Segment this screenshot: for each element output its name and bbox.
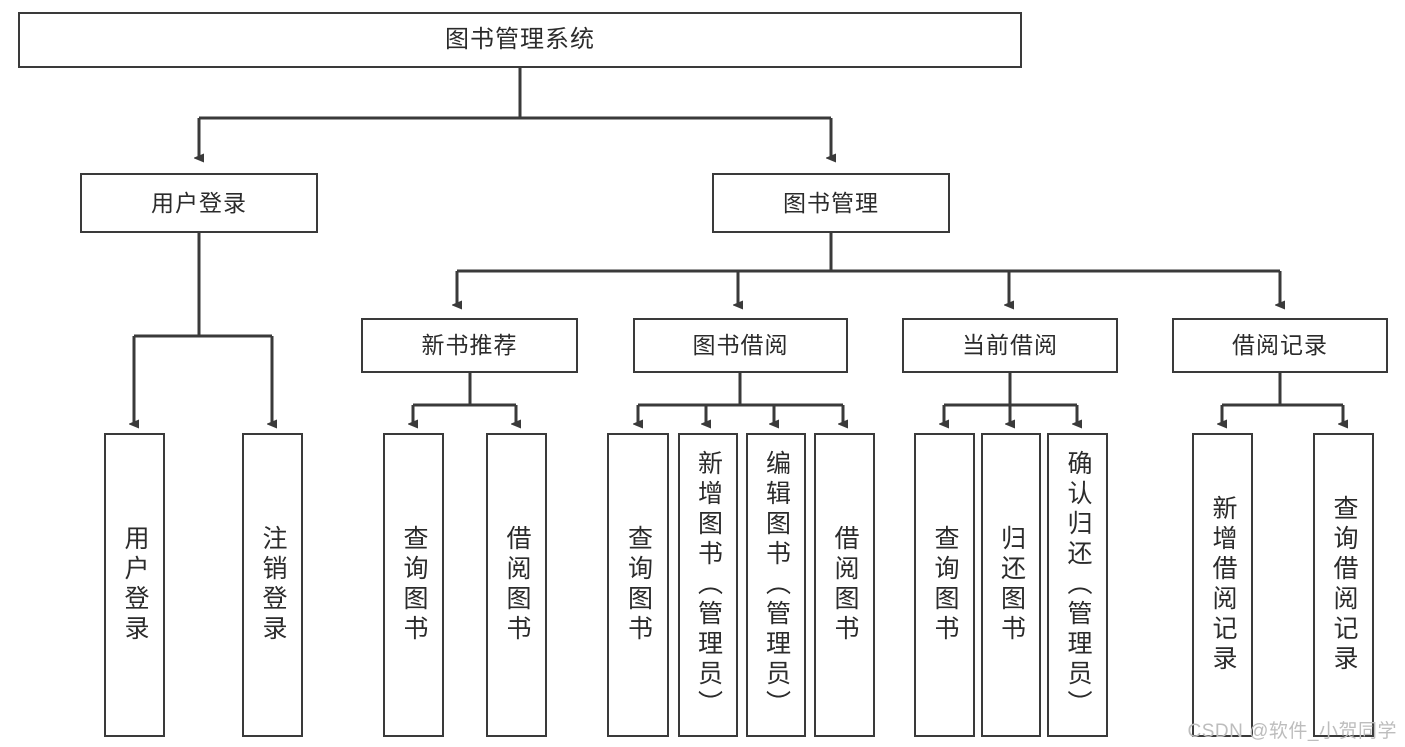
leaf-records-query-record[interactable]: 查询借阅记录 [1313, 433, 1374, 737]
leaf-current-query-book[interactable]: 查询图书 [914, 433, 975, 737]
node-book-management[interactable]: 图书管理 [712, 173, 950, 233]
leaf-user-login-signout-label: 注销登录 [259, 525, 287, 645]
leaf-records-query-record-label: 查询借阅记录 [1330, 495, 1358, 675]
node-user-login[interactable]: 用户登录 [80, 173, 318, 233]
leaf-borrow-add-book-admin[interactable]: 新增图书（管理员） [678, 433, 738, 737]
node-user-login-label: 用户登录 [151, 189, 247, 216]
leaf-new-book-borrow[interactable]: 借阅图书 [486, 433, 547, 737]
csdn-watermark: CSDN @软件_小贺同学 [1187, 721, 1397, 742]
node-book-borrow[interactable]: 图书借阅 [633, 318, 848, 373]
leaf-borrow-edit-book-admin-label: 编辑图书（管理员） [762, 450, 791, 720]
node-borrow-records-label: 借阅记录 [1232, 332, 1328, 359]
node-current-borrow-label: 当前借阅 [962, 332, 1058, 359]
leaf-borrow-query-book[interactable]: 查询图书 [607, 433, 669, 737]
node-new-book-recommend-label: 新书推荐 [421, 332, 518, 359]
leaf-new-book-query[interactable]: 查询图书 [383, 433, 444, 737]
node-new-book-recommend[interactable]: 新书推荐 [361, 318, 578, 373]
node-root-label: 图书管理系统 [445, 26, 595, 54]
leaf-user-login-signout[interactable]: 注销登录 [242, 433, 303, 737]
leaf-current-query-book-label: 查询图书 [931, 525, 959, 645]
leaf-user-login-signin[interactable]: 用户登录 [104, 433, 165, 737]
leaf-borrow-edit-book-admin[interactable]: 编辑图书（管理员） [746, 433, 806, 737]
leaf-current-return-book[interactable]: 归还图书 [981, 433, 1041, 737]
node-current-borrow[interactable]: 当前借阅 [902, 318, 1118, 373]
leaf-new-book-borrow-label: 借阅图书 [503, 525, 531, 645]
node-book-borrow-label: 图书借阅 [692, 332, 789, 359]
leaf-records-add-record-label: 新增借阅记录 [1209, 495, 1237, 675]
leaf-borrow-add-book-admin-label: 新增图书（管理员） [694, 450, 723, 720]
node-borrow-records[interactable]: 借阅记录 [1172, 318, 1388, 373]
leaf-borrow-borrow-book-label: 借阅图书 [831, 525, 859, 645]
node-root[interactable]: 图书管理系统 [18, 12, 1022, 68]
node-book-management-label: 图书管理 [783, 189, 879, 216]
leaf-user-login-signin-label: 用户登录 [121, 525, 149, 645]
leaf-new-book-query-label: 查询图书 [400, 525, 428, 645]
leaf-borrow-query-book-label: 查询图书 [624, 525, 653, 645]
leaf-current-confirm-return-admin-label: 确认归还（管理员） [1064, 450, 1092, 720]
leaf-current-confirm-return-admin[interactable]: 确认归还（管理员） [1047, 433, 1108, 737]
leaf-current-return-book-label: 归还图书 [997, 525, 1026, 645]
leaf-records-add-record[interactable]: 新增借阅记录 [1192, 433, 1253, 737]
leaf-borrow-borrow-book[interactable]: 借阅图书 [814, 433, 875, 737]
